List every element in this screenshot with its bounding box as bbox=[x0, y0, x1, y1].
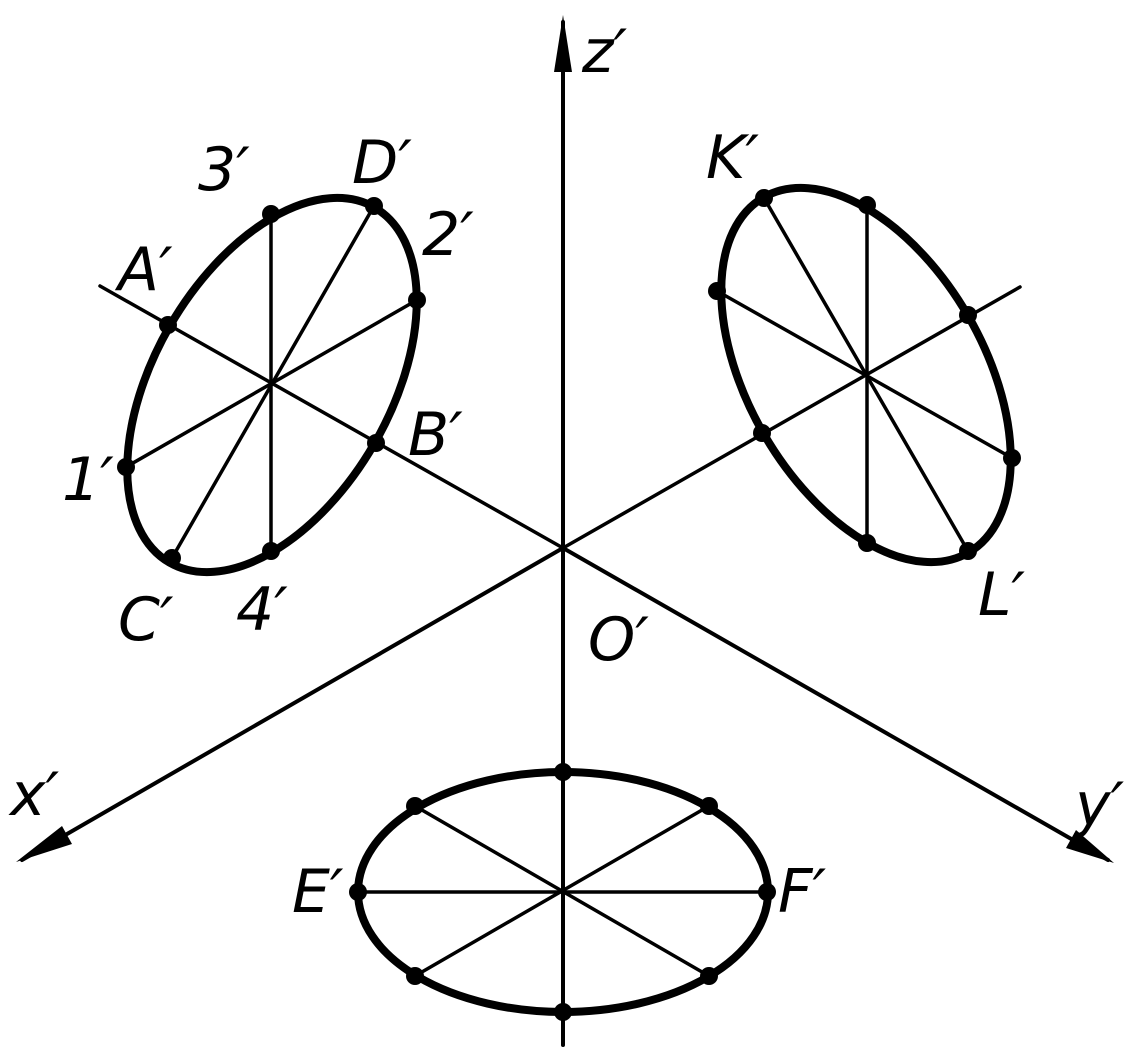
label-c: C′ bbox=[118, 585, 174, 655]
bottom-point-upper-left bbox=[406, 797, 424, 815]
right-point-lower-axis bbox=[753, 424, 771, 442]
axes bbox=[16, 15, 1114, 1047]
label-l: L′ bbox=[978, 560, 1025, 630]
label-f: F′ bbox=[778, 857, 827, 927]
label-1: 1′ bbox=[62, 445, 114, 515]
bottom-point-top bbox=[554, 763, 572, 781]
right-line-diag bbox=[715, 289, 1014, 460]
bottom-point-upper-right bbox=[700, 797, 718, 815]
label-b: B′ bbox=[408, 400, 463, 470]
right-point-right bbox=[1003, 449, 1021, 467]
left-ellipse-group bbox=[117, 193, 426, 577]
point-2 bbox=[408, 291, 426, 309]
y-axis-arrow bbox=[1066, 830, 1114, 863]
point-f bbox=[758, 883, 776, 901]
point-3 bbox=[262, 205, 280, 223]
bottom-point-bottom bbox=[554, 1003, 572, 1021]
y-axis-extension bbox=[561, 285, 1022, 550]
right-point-bottom bbox=[858, 534, 876, 552]
bottom-line-diag-2 bbox=[413, 804, 711, 978]
left-line-c-d bbox=[170, 204, 376, 560]
bottom-point-lower-left bbox=[406, 967, 424, 985]
point-a bbox=[159, 316, 177, 334]
point-e bbox=[349, 883, 367, 901]
right-point-left bbox=[708, 282, 726, 300]
right-point-top bbox=[858, 196, 876, 214]
bottom-ellipse-group bbox=[349, 763, 776, 1021]
z-axis-arrow bbox=[554, 15, 572, 72]
x-axis bbox=[20, 546, 565, 862]
z-axis-label: z′ bbox=[581, 17, 627, 87]
point-1 bbox=[117, 458, 135, 476]
label-2: 2′ bbox=[422, 200, 474, 270]
x-axis-label: x′ bbox=[8, 760, 60, 830]
label-a: A′ bbox=[114, 235, 173, 305]
point-d bbox=[365, 197, 383, 215]
label-k: K′ bbox=[706, 123, 759, 193]
point-c bbox=[163, 549, 181, 567]
bottom-point-lower-right bbox=[700, 967, 718, 985]
label-d: D′ bbox=[352, 128, 412, 198]
y-axis-label: y′ bbox=[1073, 770, 1125, 840]
label-3: 3′ bbox=[198, 135, 250, 205]
label-4: 4′ bbox=[236, 575, 288, 645]
origin-label: O′ bbox=[588, 605, 649, 675]
point-b bbox=[367, 434, 385, 452]
labels: z′ x′ y′ O′ 3′ D′ 2′ A′ B′ 1′ C′ 4′ K′ L… bbox=[8, 17, 1125, 927]
label-e: E′ bbox=[292, 857, 344, 927]
y-axis bbox=[561, 546, 1110, 862]
point-l bbox=[959, 542, 977, 560]
point-4 bbox=[262, 542, 280, 560]
x-axis-arrow bbox=[16, 826, 72, 862]
right-ellipse-group bbox=[708, 183, 1021, 567]
x-axis-extension bbox=[98, 284, 565, 550]
right-point-upper-axis bbox=[959, 306, 977, 324]
point-k bbox=[755, 189, 773, 207]
